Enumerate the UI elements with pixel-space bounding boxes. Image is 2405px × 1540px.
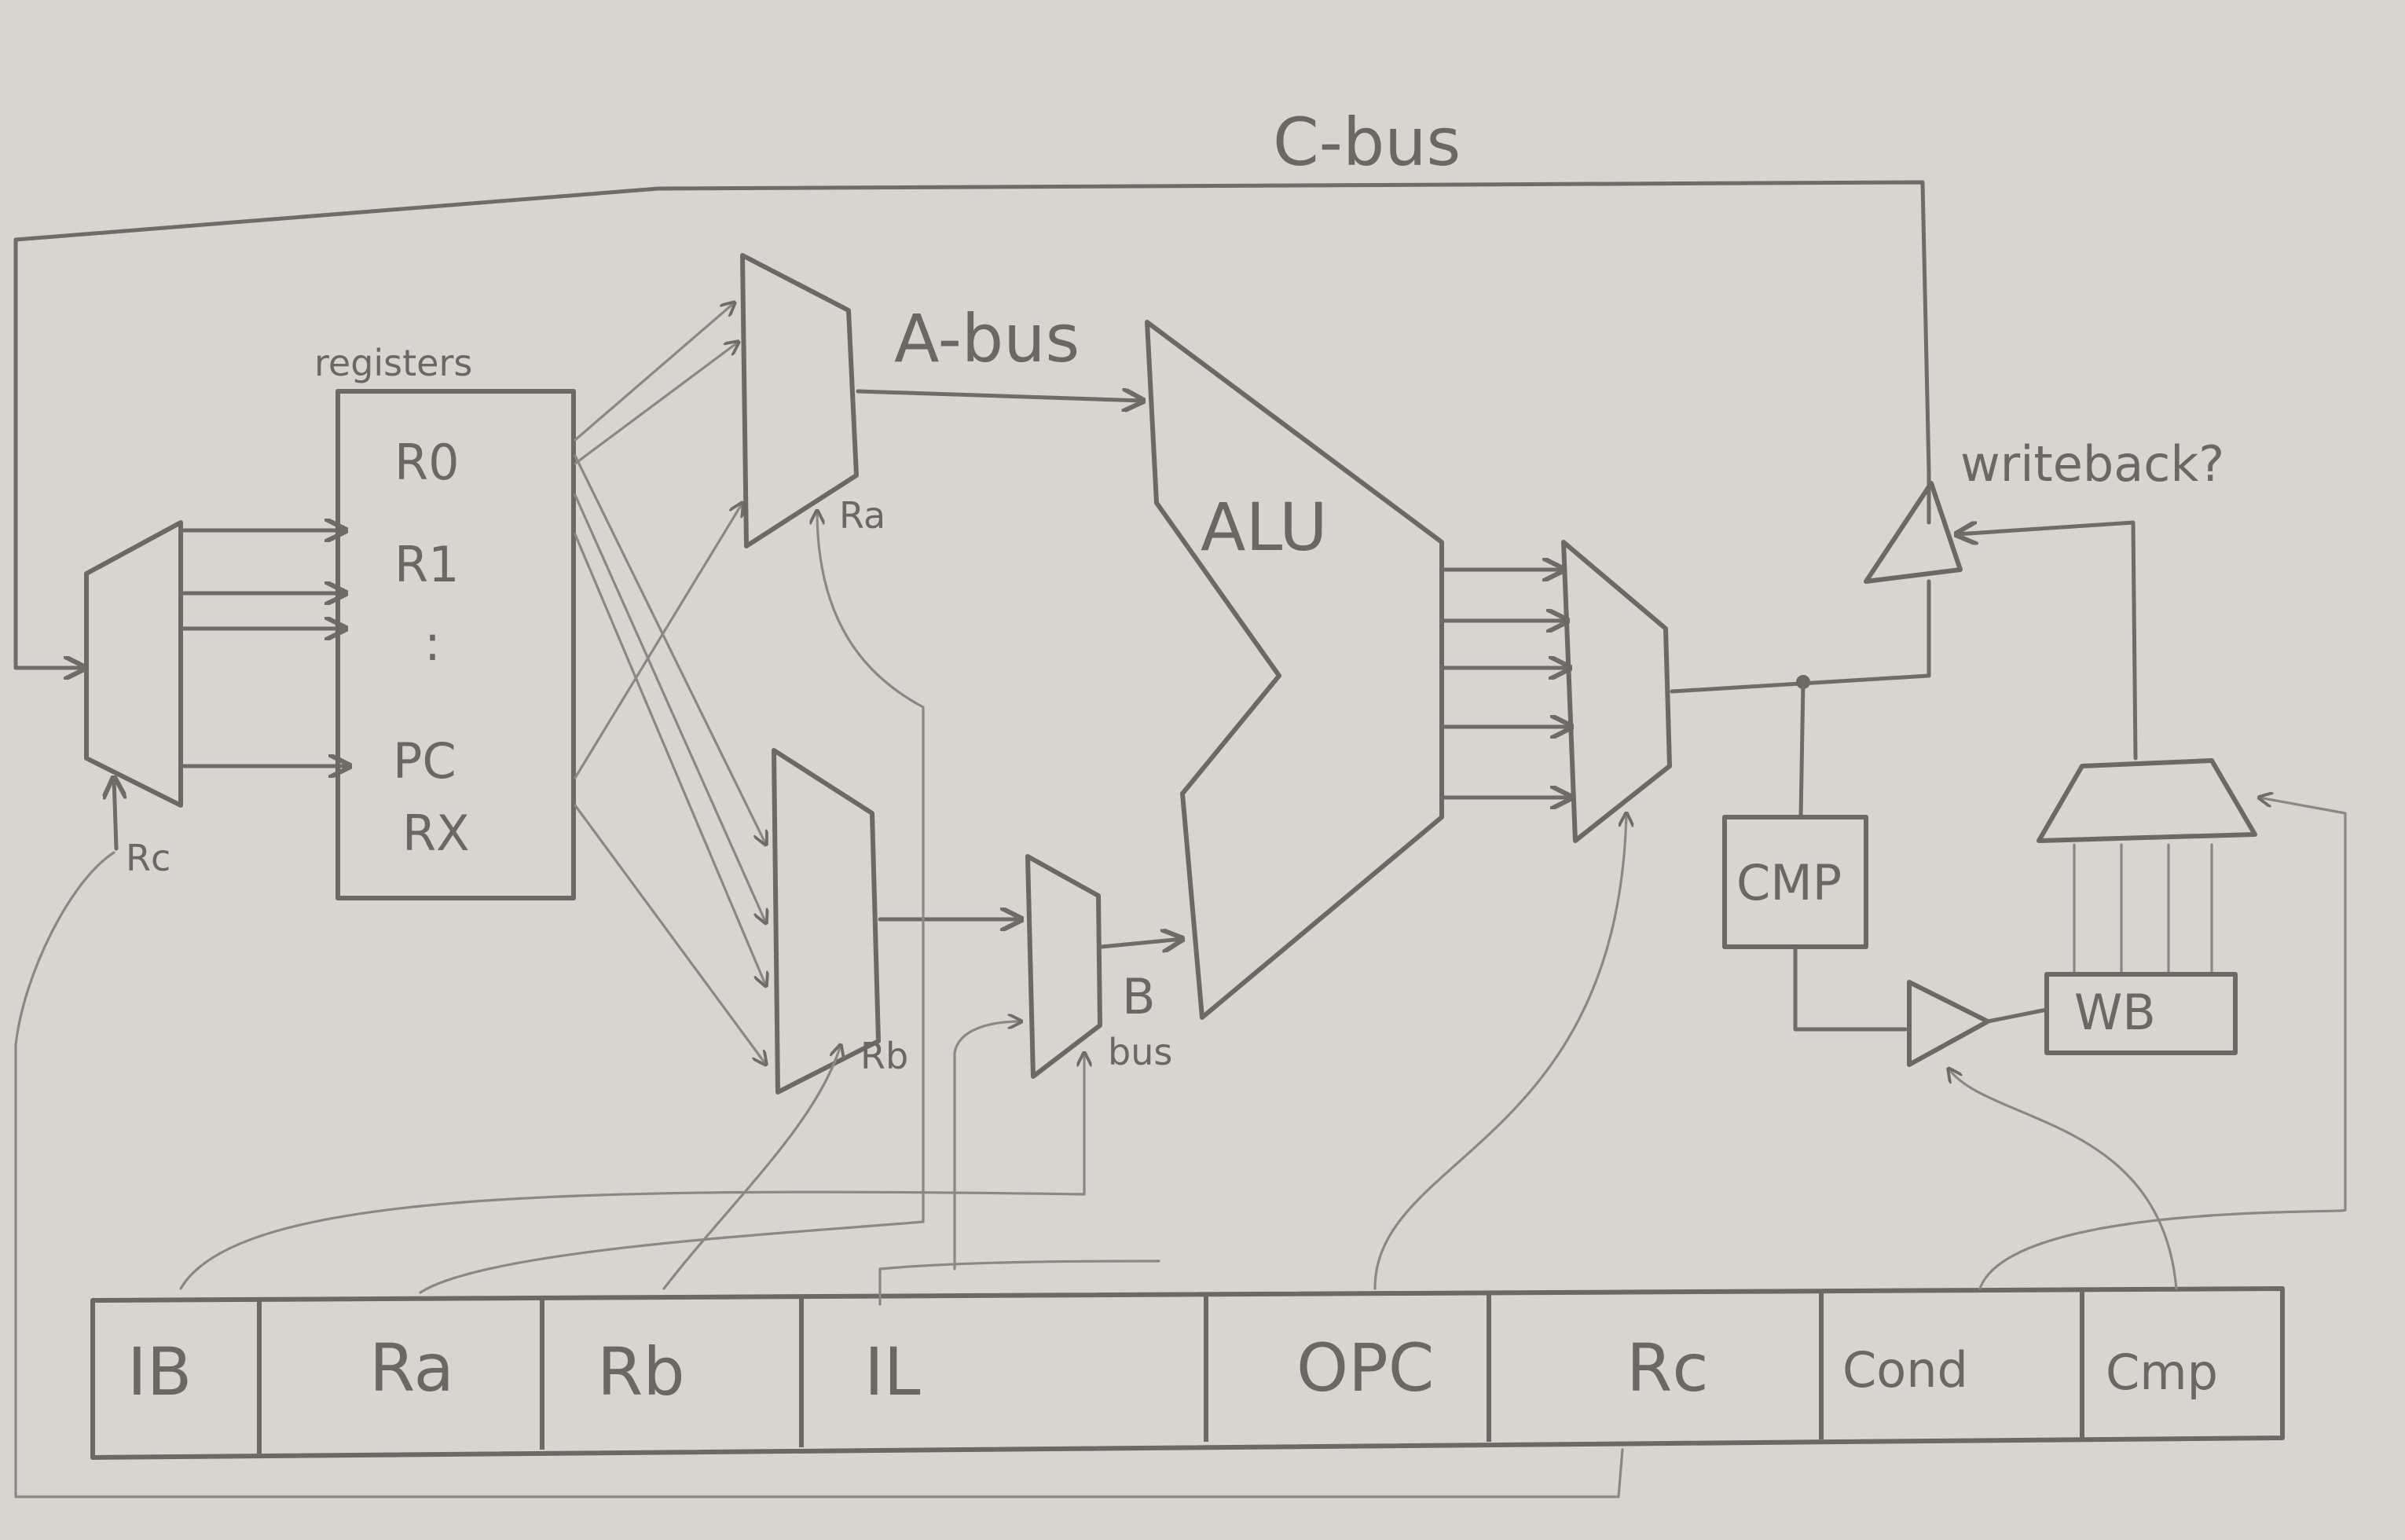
rb-mux	[772, 748, 881, 1094]
cond-buffer-to-wb-wire	[1985, 1007, 2049, 1024]
b-label: B	[1122, 968, 1156, 1025]
field-ra: Ra	[369, 1329, 454, 1406]
a-bus-label: A-bus	[894, 300, 1080, 377]
bus-label: bus	[1108, 1031, 1172, 1073]
field-rc: Rc	[1626, 1329, 1709, 1406]
output-mux	[1561, 540, 1672, 843]
field-opc: OPC	[1296, 1329, 1434, 1406]
cmp-box-label: CMP	[1736, 854, 1842, 911]
wb-enable-wire	[1956, 520, 2138, 761]
alu	[1145, 320, 1444, 1020]
field-cond: Cond	[1842, 1341, 1968, 1399]
a-bus-wire	[856, 391, 1143, 401]
instruction-word	[90, 1286, 2285, 1460]
alu-output-wires	[1439, 570, 1571, 798]
wb-selector-lines	[2073, 843, 2213, 976]
c-bus-label: C-bus	[1273, 104, 1461, 181]
rc-select-label: Rc	[126, 837, 170, 879]
cmp-to-cond-buffer-wire	[1793, 946, 1908, 1032]
rc-select-wire	[114, 778, 116, 851]
c-bus-wire	[13, 180, 1931, 676]
registers-label: registers	[314, 342, 472, 384]
register-fanout-wires	[574, 302, 766, 1065]
b-bus-wire	[1099, 939, 1182, 947]
control-wires	[14, 511, 2347, 1498]
rb-select-label: Rb	[860, 1035, 908, 1077]
field-ib: IB	[127, 1333, 192, 1410]
rc-mux-to-registers-wires	[180, 530, 350, 766]
register-rx: RX	[402, 805, 470, 862]
field-cmp: Cmp	[2106, 1344, 2218, 1401]
register-ellipsis: :	[424, 614, 441, 672]
condition-buffer	[1907, 980, 1990, 1067]
wb-selector-mux	[2037, 758, 2257, 843]
field-rb: Rb	[597, 1333, 685, 1410]
result-to-cmp-wire	[1798, 680, 1806, 820]
register-r1: R1	[394, 536, 460, 593]
register-r0: R0	[394, 434, 460, 491]
ra-select-label: Ra	[839, 494, 885, 537]
field-il: IL	[864, 1333, 921, 1410]
b-bus-mux	[1025, 854, 1102, 1079]
wb-register	[2044, 972, 2238, 1055]
writeback-label: writeback?	[1960, 435, 2224, 493]
register-pc: PC	[393, 732, 456, 790]
writeback-buffer	[1864, 481, 1963, 584]
rc-input-mux	[84, 520, 183, 808]
ra-mux	[740, 253, 859, 548]
register-file	[335, 389, 576, 900]
alu-label: ALU	[1201, 489, 1328, 566]
wb-register-label: WB	[2074, 984, 2156, 1041]
